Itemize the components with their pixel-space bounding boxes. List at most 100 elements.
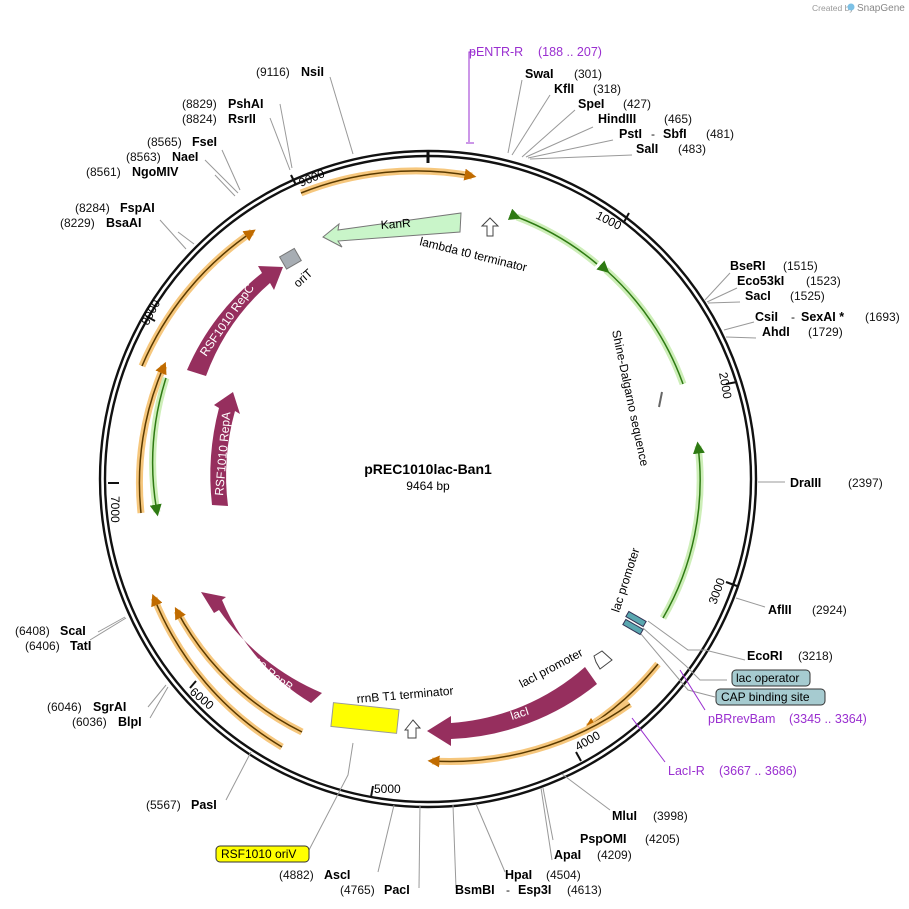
enzyme-tati: TatI xyxy=(70,639,91,653)
tick-label-5000: 5000 xyxy=(374,782,401,796)
enzyme-sali: SalI xyxy=(636,142,658,156)
enzyme-paci: PacI xyxy=(384,883,410,897)
enzyme-hpai-pos: (4504) xyxy=(546,868,581,882)
plasmid-size: 9464 bp xyxy=(406,479,450,493)
enzyme-naei-pos: (8563) xyxy=(126,150,161,164)
enzyme-mlui-pos: (3998) xyxy=(653,809,688,823)
plasmid-name: pREC1010lac-Ban1 xyxy=(364,461,492,477)
rrnb-terminator-box xyxy=(330,702,400,734)
enzyme-rsrii-pos: (8824) xyxy=(182,112,217,126)
green-feature-arcs xyxy=(149,208,705,620)
enzyme-eco53ki-pos: (1523) xyxy=(806,274,841,288)
rsf1010-oriv-label: RSF1010 oriV xyxy=(221,847,296,861)
enzyme-saci-pos: (1525) xyxy=(790,289,825,303)
enzyme-csii: CsiI xyxy=(755,310,778,324)
brand-created-by: Created by xyxy=(812,3,854,13)
primer-pentr-r-pos: (188 .. 207) xyxy=(538,45,602,59)
enzyme-bsaai-pos: (8229) xyxy=(60,216,95,230)
enzyme-sali-pos: (483) xyxy=(678,142,706,156)
enzyme-leader-lines xyxy=(89,76,785,889)
enzyme-aflii-pos: (2924) xyxy=(812,603,847,617)
enzyme-paci-pos: (4765) xyxy=(340,883,375,897)
primer-laci-r: LacI-R xyxy=(668,764,705,778)
primer-pbrrevbam-pos: (3345 .. 3364) xyxy=(789,712,867,726)
shine-dalgarno-mark xyxy=(658,391,663,408)
enzyme-asci-pos: (4882) xyxy=(279,868,314,882)
enzyme-tati-pos: (6406) xyxy=(25,639,60,653)
enzyme-bsaai: BsaAI xyxy=(106,216,141,230)
repc-arrow xyxy=(187,266,283,376)
orf-arcs xyxy=(135,167,661,768)
enzyme-draiii: DraIII xyxy=(790,476,821,490)
enzyme-ahdi: AhdI xyxy=(762,325,790,339)
enzyme-apai-pos: (4209) xyxy=(597,848,632,862)
lac-operator-box xyxy=(731,669,811,687)
enzyme-nsii: NsiI xyxy=(301,65,324,79)
enzyme-draiii-pos: (2397) xyxy=(848,476,883,490)
enzyme-scai-pos: (6408) xyxy=(15,624,50,638)
enzyme-esp3i: Esp3I xyxy=(518,883,551,897)
enzyme-csii-pos: (1693) xyxy=(865,310,900,324)
enzyme-psti: PstI xyxy=(619,127,642,141)
tick-label-3000: 3000 xyxy=(706,576,728,606)
enzyme-bsmbi: BsmBI xyxy=(455,883,495,897)
enzyme-pasi: PasI xyxy=(191,798,217,812)
enzyme-ngomiv-pos: (8561) xyxy=(86,165,121,179)
tick-label-7000: 7000 xyxy=(108,496,122,523)
enzyme-scai: ScaI xyxy=(60,624,86,638)
enzyme-ngomiv: NgoMIV xyxy=(132,165,179,179)
enzyme-spei: SpeI xyxy=(578,97,604,111)
enzyme-fsei: FseI xyxy=(192,135,217,149)
primer-pentr-r: pENTR-R xyxy=(469,45,523,59)
enzyme-saci: SacI xyxy=(745,289,771,303)
enzyme-hpai: HpaI xyxy=(505,868,532,882)
laci-arrow xyxy=(427,667,597,746)
enzyme-hindiii: HindIII xyxy=(598,112,636,126)
lambda-t0-terminator-icon xyxy=(480,217,500,237)
enzyme-mlui: MluI xyxy=(612,809,637,823)
orit-label: oriT xyxy=(291,266,316,291)
primer-leader-lines xyxy=(466,51,706,763)
orit-box xyxy=(278,247,302,270)
enzyme-labels: SwaI (301) KflI (318) SpeI (427) HindIII… xyxy=(15,65,900,897)
enzyme-fsei-pos: (8565) xyxy=(147,135,182,149)
enzyme-ecori: EcoRI xyxy=(747,649,782,663)
enzyme-nsii-pos: (9116) xyxy=(256,65,290,79)
enzyme-sgrai-pos: (6046) xyxy=(47,700,82,714)
rrnb-terminator-icon xyxy=(403,719,422,739)
enzyme-bseri: BseRI xyxy=(730,259,765,273)
enzyme-eco53ki: Eco53kI xyxy=(737,274,784,288)
enzyme-swai-pos: (301) xyxy=(574,67,602,81)
enzyme-fspai: FspAI xyxy=(120,201,155,215)
enzyme-rsrii: RsrII xyxy=(228,112,256,126)
repa-arrow xyxy=(210,392,240,506)
primer-pbrrevbam: pBRrevBam xyxy=(708,712,775,726)
snapgene-logo-icon xyxy=(847,3,855,11)
kanr-arrow xyxy=(322,212,462,248)
laci-promoter-icon xyxy=(593,650,613,670)
tick-label-2000: 2000 xyxy=(716,371,734,400)
rrnb-label: rrnB T1 terminator xyxy=(356,684,454,706)
enzyme-psti-pos: (481) xyxy=(706,127,734,141)
kanr-label: KanR xyxy=(380,216,411,232)
lac-operator-label: lac operator xyxy=(736,671,799,685)
tick-label-8000: 8000 xyxy=(138,297,163,327)
enzyme-spei-pos: (427) xyxy=(623,97,651,111)
enzyme-kfli: KflI xyxy=(554,82,574,96)
primer-laci-r-pos: (3667 .. 3686) xyxy=(719,764,797,778)
enzyme-bsmbi-dash: - xyxy=(506,883,510,897)
enzyme-asci: AscI xyxy=(324,868,350,882)
enzyme-sexai: SexAI * xyxy=(801,310,844,324)
repa-label: RSF1010 RepA xyxy=(212,411,233,496)
enzyme-kfli-pos: (318) xyxy=(593,82,621,96)
lac-promoter-label: lac promoter xyxy=(609,546,643,614)
enzyme-pasi-pos: (5567) xyxy=(146,798,181,812)
enzyme-csii-dash: - xyxy=(791,310,795,324)
enzyme-pshai: PshAI xyxy=(228,97,263,111)
enzyme-pspomi: PspOMI xyxy=(580,832,627,846)
enzyme-psti-dash: - xyxy=(651,127,655,141)
enzyme-sbfi: SbfI xyxy=(663,127,687,141)
enzyme-fspai-pos: (8284) xyxy=(75,201,110,215)
